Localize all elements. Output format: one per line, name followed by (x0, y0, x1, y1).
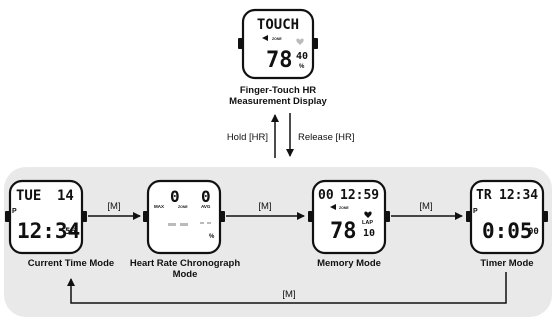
memory-top-time: 12:59 (340, 188, 379, 203)
pm-indicator: P (12, 208, 17, 215)
chrono-left-value: 0 (170, 187, 180, 206)
lcd-screen (469, 179, 545, 255)
watch-button-icon (238, 38, 243, 49)
dash-segment (200, 222, 204, 224)
zone-label: ZONE (339, 206, 349, 210)
dash-segment (168, 223, 176, 226)
lcd-screen (8, 179, 84, 255)
hold-label: Hold [HR] (227, 132, 268, 143)
lcd-screen (146, 179, 222, 255)
seconds-text: 56 (65, 227, 76, 237)
watch-button-icon (385, 211, 390, 222)
lap-label: LAP (362, 220, 373, 226)
watch-button-icon (313, 38, 318, 49)
avg-label: AVG (201, 204, 211, 209)
touch-caption-line1: Finger-Touch HR (240, 85, 316, 96)
watch-button-icon (220, 211, 225, 222)
watch-button-icon (543, 211, 548, 222)
touch-display: TOUCH ZONE 78 40 % (238, 8, 318, 80)
pm-indicator: P (473, 208, 478, 215)
chronograph-caption-line1: Heart Rate Chronograph (130, 258, 241, 269)
touch-heart-rate: 78 (266, 48, 293, 73)
zone-label: ZONE (272, 37, 282, 41)
timer-top-label: TR (476, 188, 492, 203)
timer-top-time: 12:34 (499, 188, 538, 203)
memory-display: 00 12:59 ZONE 78 LAP 10 (308, 179, 390, 255)
timer-value: 0:05 (482, 219, 533, 243)
m-label-3: [M] (419, 201, 432, 212)
memory-caption: Memory Mode (317, 258, 381, 269)
lcd-screen (241, 8, 315, 80)
dash-segment (207, 222, 211, 224)
lap-value: 10 (363, 228, 375, 239)
chrono-right-value: 0 (201, 187, 211, 206)
heart-icon (364, 211, 372, 218)
watch-button-icon (82, 211, 87, 222)
lcd-screen (311, 179, 387, 255)
percent-sign: % (299, 64, 305, 70)
memory-heart-rate: 78 (330, 219, 357, 244)
touch-top-text: TOUCH (257, 17, 299, 33)
release-label: Release [HR] (298, 132, 355, 143)
watch-button-icon (143, 211, 148, 222)
m-label-return: [M] (282, 289, 295, 300)
day-text: TUE (16, 188, 41, 204)
dash-segment (180, 223, 188, 226)
speaker-icon (262, 35, 268, 41)
timer-display: TR 12:34 P 0:05 00 (466, 179, 548, 255)
m-label-2: [M] (258, 201, 271, 212)
modes-panel (4, 167, 552, 317)
time-text: 12:34 (17, 219, 80, 243)
current-time-caption: Current Time Mode (28, 258, 114, 269)
memory-top-digits: 00 (318, 188, 334, 203)
m-return-arrow (67, 272, 507, 304)
date-text: 14 (57, 188, 74, 204)
watch-button-icon (5, 211, 10, 222)
current-time-display: TUE 14 P 12:34 56 (5, 179, 87, 255)
timer-hundredths: 00 (528, 227, 539, 237)
m-label-1: [M] (107, 201, 120, 212)
touch-caption-line2: Measurement Display (229, 96, 327, 107)
chronograph-display: 0 0 MAX ZONE AVG % (143, 179, 225, 255)
speaker-icon (330, 204, 336, 210)
zone-label: ZONE (178, 205, 188, 209)
percent-sign: % (209, 234, 215, 240)
chronograph-caption-line2: Mode (173, 269, 198, 280)
touch-percent-value: 40 (296, 51, 308, 62)
watch-button-icon (308, 211, 313, 222)
heart-icon (296, 38, 304, 45)
watch-button-icon (466, 211, 471, 222)
max-label: MAX (154, 204, 164, 209)
timer-caption: Timer Mode (480, 258, 533, 269)
